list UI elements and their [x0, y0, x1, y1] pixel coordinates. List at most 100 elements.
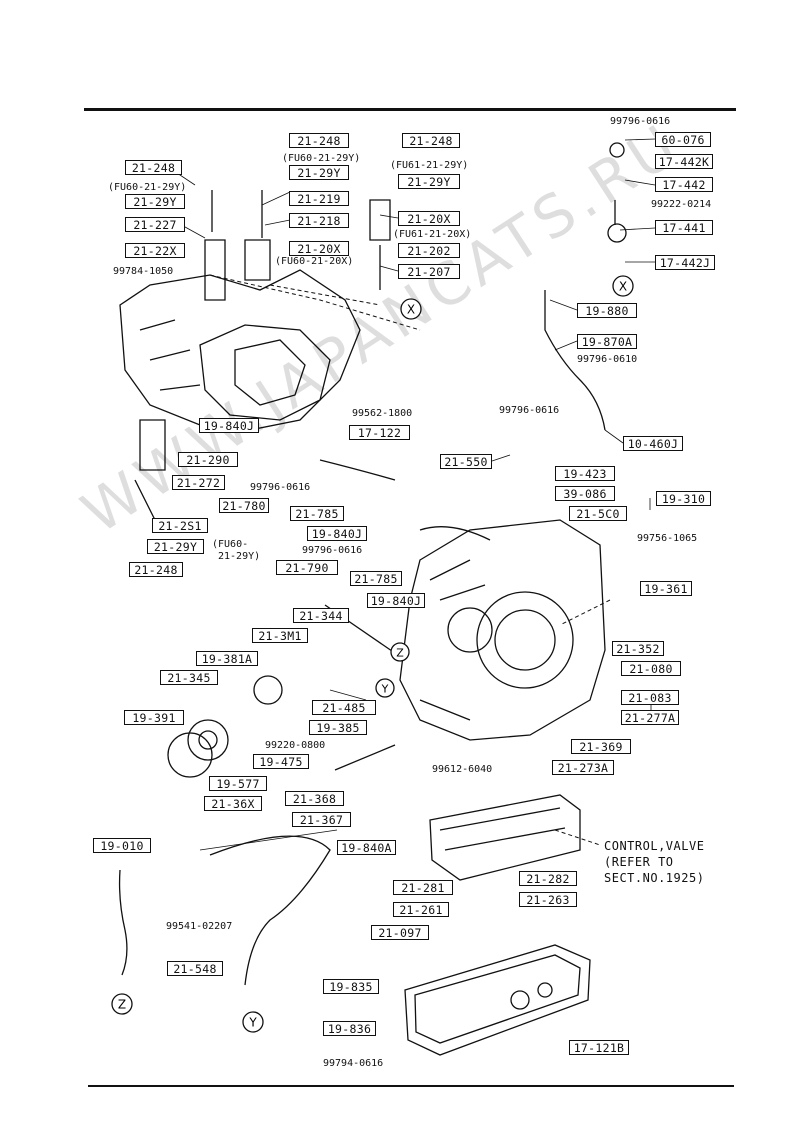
fastener-99756-1065[interactable]: 99756-1065 [637, 533, 698, 544]
part-label-21-263[interactable]: 21-263 [519, 892, 577, 907]
bottom-rule [88, 1085, 734, 1087]
model-note-fu61-21-29y: (FU61-21-29Y) [390, 160, 469, 171]
fastener-99796-0616[interactable]: 99796-0616 [610, 116, 671, 127]
part-label-19-385[interactable]: 19-385 [309, 720, 367, 735]
fastener-99796-0616[interactable]: 99796-0616 [499, 405, 560, 416]
part-label-21-29Y[interactable]: 21-29Y [147, 539, 204, 554]
part-label-19-840A[interactable]: 19-840A [337, 840, 396, 855]
part-label-21-790[interactable]: 21-790 [276, 560, 338, 575]
part-label-21-227[interactable]: 21-227 [125, 217, 185, 232]
callout-y-left: Y [375, 678, 395, 698]
part-label-21-36X[interactable]: 21-36X [204, 796, 262, 811]
control-valve-note: CONTROL,VALVE (REFER TO SECT.NO.1925) [604, 839, 705, 885]
part-label-39-086[interactable]: 39-086 [555, 486, 615, 501]
part-label-19-310[interactable]: 19-310 [656, 491, 711, 506]
part-label-21-29Y[interactable]: 21-29Y [289, 165, 349, 180]
part-label-19-423[interactable]: 19-423 [555, 466, 615, 481]
part-label-19-361[interactable]: 19-361 [640, 581, 692, 596]
part-label-21-248[interactable]: 21-248 [125, 160, 182, 175]
part-label-60-076[interactable]: 60-076 [655, 132, 711, 147]
part-label-21-29Y[interactable]: 21-29Y [125, 194, 185, 209]
part-label-21-202[interactable]: 21-202 [398, 243, 460, 258]
part-label-21-369[interactable]: 21-369 [571, 739, 631, 754]
part-label-21-785[interactable]: 21-785 [290, 506, 344, 521]
part-label-21-3M1[interactable]: 21-3M1 [252, 628, 308, 643]
part-label-21-20X[interactable]: 21-20X [398, 211, 460, 226]
callout-letter: X [619, 280, 627, 294]
part-label-17-442[interactable]: 17-442 [655, 177, 713, 192]
part-label-19-577[interactable]: 19-577 [209, 776, 267, 791]
part-label-21-2S1[interactable]: 21-2S1 [152, 518, 208, 533]
part-label-19-381A[interactable]: 19-381A [196, 651, 258, 666]
part-label-21-083[interactable]: 21-083 [621, 690, 679, 705]
part-label-21-29Y[interactable]: 21-29Y [398, 174, 460, 189]
fastener-99794-0616[interactable]: 99794-0616 [323, 1058, 384, 1069]
top-rule [84, 108, 736, 111]
fastener-99796-0610[interactable]: 99796-0610 [577, 354, 638, 365]
part-label-21-218[interactable]: 21-218 [289, 213, 349, 228]
part-label-19-840J[interactable]: 19-840J [307, 526, 367, 541]
part-number-99562-1800[interactable]: 99562-1800 [352, 408, 413, 419]
part-label-17-441[interactable]: 17-441 [655, 220, 713, 235]
fastener-99796-0616[interactable]: 99796-0616 [250, 482, 311, 493]
part-label-21-272[interactable]: 21-272 [172, 475, 225, 490]
callout-z-bottom: Z [111, 993, 133, 1015]
model-note-fu60: (FU60- [212, 539, 249, 550]
part-label-19-880[interactable]: 19-880 [577, 303, 637, 318]
part-label-19-840J[interactable]: 19-840J [367, 593, 425, 608]
part-label-19-475[interactable]: 19-475 [253, 754, 309, 769]
part-label-17-121B[interactable]: 17-121B [569, 1040, 629, 1055]
part-label-21-290[interactable]: 21-290 [178, 452, 238, 467]
fastener-99784-1050[interactable]: 99784-1050 [113, 266, 174, 277]
callout-x-top: X [612, 275, 634, 297]
part-label-21-367[interactable]: 21-367 [292, 812, 351, 827]
part-number-99222-0214[interactable]: 99222-0214 [651, 199, 712, 210]
part-label-21-273A[interactable]: 21-273A [552, 760, 614, 775]
part-label-21-20X[interactable]: 21-20X [289, 241, 349, 256]
callout-letter: X [407, 303, 415, 317]
part-label-21-207[interactable]: 21-207 [398, 264, 460, 279]
fastener-99796-0616[interactable]: 99796-0616 [302, 545, 363, 556]
part-label-21-5C0[interactable]: 21-5C0 [569, 506, 627, 521]
callout-letter: Z [118, 998, 126, 1012]
part-label-21-548[interactable]: 21-548 [167, 961, 223, 976]
part-label-21-248[interactable]: 21-248 [129, 562, 183, 577]
model-note-21-29y: 21-29Y) [218, 551, 261, 562]
part-label-17-442J[interactable]: 17-442J [655, 255, 715, 270]
part-label-21-780[interactable]: 21-780 [219, 498, 269, 513]
part-label-19-870A[interactable]: 19-870A [577, 334, 637, 349]
part-label-21-219[interactable]: 21-219 [289, 191, 349, 206]
part-label-21-550[interactable]: 21-550 [440, 454, 492, 469]
part-label-21-281[interactable]: 21-281 [393, 880, 453, 895]
part-number-99541-02207[interactable]: 99541-02207 [166, 921, 233, 932]
part-label-21-485[interactable]: 21-485 [312, 700, 376, 715]
part-label-10-460J[interactable]: 10-460J [623, 436, 683, 451]
part-label-21-097[interactable]: 21-097 [371, 925, 429, 940]
callout-y-bottom: Y [242, 1011, 264, 1033]
model-note-fu61-21-20x: (FU61-21-20X) [393, 229, 472, 240]
part-label-19-391[interactable]: 19-391 [124, 710, 184, 725]
part-label-21-352[interactable]: 21-352 [612, 641, 664, 656]
model-note-fu60-21-29y: (FU60-21-29Y) [282, 153, 361, 164]
part-number-99612-6040[interactable]: 99612-6040 [432, 764, 493, 775]
part-label-21-785[interactable]: 21-785 [350, 571, 402, 586]
part-label-21-22X[interactable]: 21-22X [125, 243, 185, 258]
part-label-21-261[interactable]: 21-261 [393, 902, 449, 917]
part-label-21-368[interactable]: 21-368 [285, 791, 344, 806]
part-label-21-248[interactable]: 21-248 [289, 133, 349, 148]
part-label-21-080[interactable]: 21-080 [621, 661, 681, 676]
part-label-21-344[interactable]: 21-344 [293, 608, 349, 623]
part-label-21-277A[interactable]: 21-277A [621, 710, 679, 725]
part-label-17-442K[interactable]: 17-442K [655, 154, 713, 169]
part-label-21-345[interactable]: 21-345 [160, 670, 218, 685]
part-label-21-282[interactable]: 21-282 [519, 871, 577, 886]
part-label-19-836[interactable]: 19-836 [323, 1021, 376, 1036]
part-label-19-835[interactable]: 19-835 [323, 979, 379, 994]
part-label-19-010[interactable]: 19-010 [93, 838, 151, 853]
part-label-17-122[interactable]: 17-122 [349, 425, 410, 440]
part-label-19-840J[interactable]: 19-840J [199, 418, 259, 433]
part-number-99220-0800[interactable]: 99220-0800 [265, 740, 326, 751]
callout-letter: Y [381, 683, 389, 696]
part-label-21-248[interactable]: 21-248 [402, 133, 460, 148]
